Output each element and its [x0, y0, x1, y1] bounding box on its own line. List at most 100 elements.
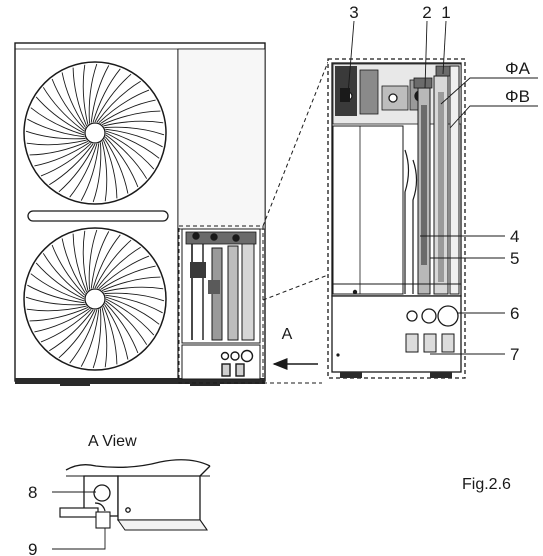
fan-blade-line [103, 286, 164, 293]
fan-blade-line [25, 130, 86, 140]
callout-1: 1 [441, 3, 450, 22]
fan-blade-line [34, 308, 90, 333]
callout-4: 4 [510, 227, 519, 246]
fan-blade-line [96, 80, 141, 123]
fan-blade-line [72, 67, 88, 127]
fan-blade-line [90, 231, 110, 289]
fan-blade-line [30, 107, 85, 136]
port-hole-small [406, 310, 418, 322]
fan-blade-line [88, 63, 98, 124]
callout-8: 8 [28, 483, 37, 502]
fan-blade-line [27, 118, 85, 138]
callout-5: 5 [510, 249, 519, 268]
fan-blade-line [94, 239, 132, 289]
fan-blade-line [80, 143, 100, 201]
fan-blade-line [100, 99, 156, 124]
fan-blade-line [58, 143, 96, 193]
fan-blade-line [35, 96, 85, 134]
fan-blade-line [100, 265, 156, 290]
fan-blade-line [26, 305, 87, 312]
fan-blade-line [40, 142, 92, 177]
fan-blade-line [49, 309, 94, 352]
callout-2: 2 [422, 3, 431, 22]
fan-blade-line [102, 139, 118, 199]
fan-blade-line [42, 87, 85, 132]
port-hole-medium [421, 308, 437, 324]
fan-blade-line [98, 255, 150, 290]
fan-blade-line [105, 128, 163, 148]
fan-blade-line [92, 308, 102, 369]
fan-blade-line [105, 300, 148, 345]
port-hole-large [437, 305, 459, 327]
fan-blade-line [72, 233, 88, 293]
fan-blade-line [58, 309, 96, 359]
detail-view [327, 58, 466, 379]
fan-blade-line [61, 72, 86, 128]
fan-blade-line [25, 296, 86, 306]
fan-blade-line [82, 64, 89, 125]
a-view-leaders [52, 491, 106, 550]
fan-blade-line [104, 302, 139, 354]
fan-lower [23, 227, 167, 371]
fan-blade-line [90, 65, 110, 123]
a-view-port [93, 484, 111, 502]
fan-blade-line [69, 309, 98, 364]
fan-upper [23, 61, 167, 205]
fan-blade-line [27, 284, 85, 304]
fan-blade-line [101, 141, 108, 202]
fan-blade-line [51, 244, 86, 296]
fan-blade-line [26, 139, 87, 146]
view-arrow-label: A [282, 326, 293, 343]
fan-blade-line [29, 140, 89, 156]
fan-blade-line [101, 307, 108, 368]
callout-labels: 3 2 1 ΦA ΦB 4 5 6 7 [349, 3, 530, 364]
lower-panel-small [181, 344, 261, 380]
a-view-detail [59, 459, 211, 531]
fan-blade-line [105, 130, 160, 159]
fan-blade-line [105, 134, 148, 179]
fan-blade-line [88, 229, 98, 290]
fan-blade-line [101, 110, 161, 126]
detail-projection [178, 61, 329, 384]
callout-7: 7 [510, 345, 519, 364]
fan-blade-line [92, 142, 102, 203]
leader-lines [347, 20, 538, 355]
fan-blade-line [96, 246, 141, 289]
outdoor-unit [14, 42, 266, 386]
fan-blade-line [34, 142, 90, 167]
fan-blade-line [49, 143, 94, 186]
fan-blade-line [30, 273, 85, 302]
callout-phi-b: ΦB [505, 87, 530, 106]
fan-blade-line [104, 292, 165, 302]
fan-blade-line [105, 294, 163, 314]
callout-3: 3 [349, 3, 358, 22]
fan-blade-line [92, 234, 121, 289]
fan-blade-line [42, 253, 85, 298]
fan-blade-line [29, 306, 89, 322]
fan-blade-line [98, 89, 150, 124]
fan-blade-line [104, 126, 165, 136]
view-arrow: A [272, 326, 318, 370]
service-window-small [181, 228, 261, 344]
fan-blade-line [94, 73, 132, 123]
fan-blade-line [101, 276, 161, 292]
fan-blade-line [69, 143, 98, 198]
fan-blade-line [105, 132, 155, 170]
fan-blade-line [104, 138, 129, 194]
fan-blade-line [61, 238, 86, 294]
callout-6: 6 [510, 304, 519, 323]
callout-9: 9 [28, 540, 37, 556]
fan-blade-line [92, 68, 121, 123]
fan-blade-line [82, 230, 89, 291]
fan-blade-line [104, 304, 129, 360]
fan-blade-line [104, 136, 139, 188]
fan-blade-line [105, 296, 160, 325]
fan-blade-line [51, 78, 86, 130]
fan-blade-line [35, 262, 85, 300]
fan-blade-line [80, 309, 100, 367]
view-title: A View [88, 433, 137, 450]
fan-blade-line [40, 308, 92, 343]
figure-caption: Fig.2.6 [462, 476, 511, 493]
fan-blade-line [103, 120, 164, 127]
